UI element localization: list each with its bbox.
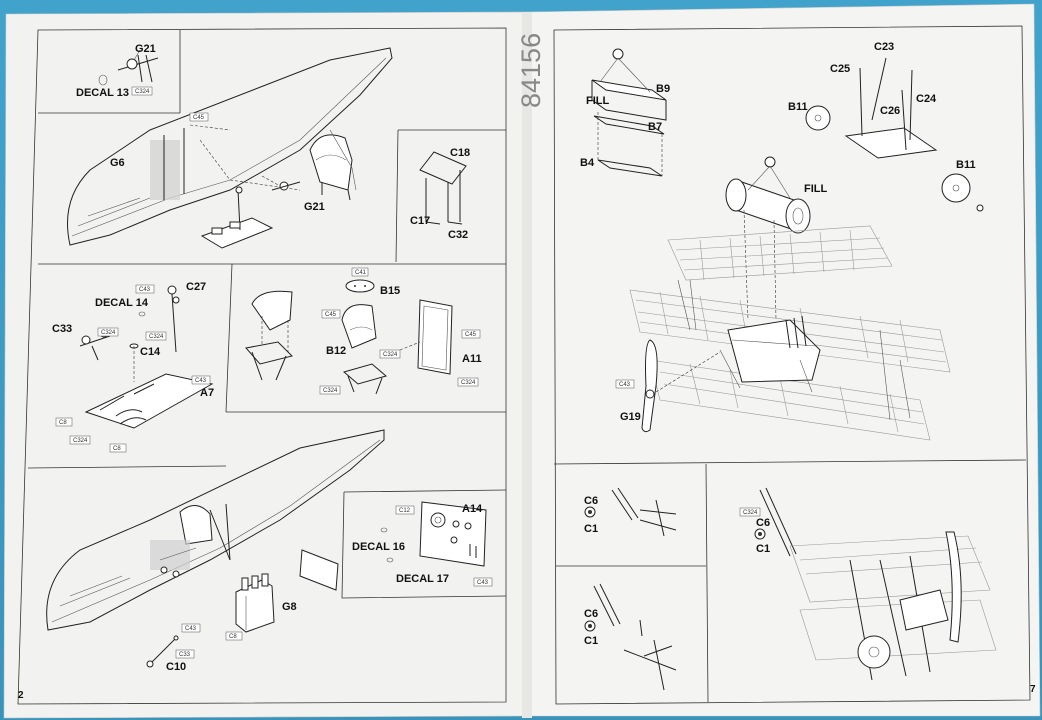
code-c324: C324 (149, 334, 164, 340)
code-c33: C33 (179, 652, 191, 658)
code-c45: C45 (325, 312, 337, 318)
label-b9: B9 (656, 83, 670, 95)
label-decal17: DECAL 17 (396, 573, 449, 585)
label-decal16: DECAL 16 (352, 541, 405, 553)
code-c324: C324 (383, 352, 398, 358)
label-c24: C24 (916, 93, 937, 105)
instrument-panel-a14 (380, 501, 487, 567)
kit-number: 84156 (516, 33, 546, 108)
label-b15: B15 (380, 285, 400, 297)
label-a11: A11 (462, 353, 482, 365)
floor-a7 (84, 373, 214, 429)
left-page-labels: G21 DECAL 13 G6 G21 C18 C17 C32 C27 DECA… (18, 43, 483, 701)
code-c8: C8 (113, 446, 121, 452)
code-c45: C45 (465, 332, 477, 338)
label-c6-a: C6 (584, 495, 598, 507)
label-c25: C25 (830, 63, 850, 75)
label-g8: G8 (282, 601, 297, 613)
code-c43: C43 (139, 287, 151, 293)
seat-drawing-upper (309, 129, 357, 201)
armor-plate-a11 (399, 299, 453, 375)
label-decal13: DECAL 13 (76, 87, 129, 99)
ammo-box-g8 (235, 573, 275, 633)
code-c8: C8 (59, 420, 67, 426)
cockpit-floor-upper (200, 186, 274, 249)
left-page-paint-codes: C324 C45 C43 C324 C324 C43 C8 C324 C8 C4… (55, 86, 493, 659)
label-c6-b: C6 (584, 608, 598, 620)
code-c324: C324 (743, 510, 758, 516)
label-c26: C26 (880, 105, 900, 117)
detail-c6-c1-c (754, 487, 997, 681)
fuselage-drawing-lower (46, 429, 385, 631)
cockpit-internals-lower (159, 547, 197, 578)
label-c33: C33 (52, 323, 72, 335)
label-a14: A14 (462, 503, 483, 515)
wing-section-b11 (805, 57, 984, 212)
label-c27: C27 (186, 281, 206, 293)
page-gutter (522, 12, 532, 718)
c14-part (129, 311, 146, 382)
label-c14: C14 (140, 346, 161, 358)
code-c324: C324 (323, 388, 338, 394)
label-c18: C18 (450, 147, 470, 159)
label-c1-a: C1 (584, 523, 598, 535)
label-c23: C23 (874, 41, 894, 53)
label-g19: G19 (620, 411, 641, 423)
g21-on-fuselage (261, 175, 301, 191)
label-fill-mid: FILL (804, 183, 827, 195)
label-c10: C10 (166, 661, 186, 673)
right-page-labels: B9 FILL B7 B4 C23 C25 B11 C26 C24 B11 FI… (580, 41, 1036, 695)
seat-b12-cushion-b15 (341, 279, 388, 395)
label-fill-top: FILL (586, 95, 609, 107)
label-c17: C17 (410, 215, 430, 227)
part-c10 (146, 635, 179, 668)
label-b11-b: B11 (956, 159, 976, 171)
code-c324: C324 (101, 330, 116, 336)
label-b12: B12 (326, 345, 346, 357)
control-stick-c27 (167, 285, 180, 353)
label-c1-b: C1 (584, 635, 598, 647)
code-c45: C45 (193, 115, 205, 121)
seat-frame-c17-c18 (419, 151, 467, 225)
page-number-right: 7 (1030, 684, 1036, 695)
code-c43: C43 (477, 580, 489, 586)
label-b4: B4 (580, 157, 595, 169)
label-b11-a: B11 (788, 101, 808, 113)
fuselage-drawing-upper (67, 47, 393, 246)
code-c43: C43 (619, 382, 631, 388)
label-c1-c: C1 (756, 543, 770, 555)
code-c324: C324 (73, 438, 88, 444)
code-c43: C43 (185, 626, 197, 632)
code-c8: C8 (229, 634, 237, 640)
label-c6-c: C6 (756, 517, 770, 529)
fuel-tank-b9-exploded (591, 48, 667, 177)
label-c32: C32 (448, 229, 468, 241)
fuel-tank-cylinder (725, 156, 811, 321)
code-c324: C324 (135, 89, 150, 95)
detail-c6-c1-a (584, 487, 677, 537)
label-g21-mid: G21 (304, 201, 325, 213)
g21-part-drawing (98, 49, 159, 86)
label-a7: A7 (200, 387, 214, 399)
detail-c6-c1-b (584, 583, 677, 691)
propeller-g19 (641, 339, 721, 433)
code-c41: C41 (355, 270, 367, 276)
code-c324: C324 (461, 380, 476, 386)
label-decal14: DECAL 14 (95, 297, 149, 309)
seat-b12-left (245, 290, 293, 381)
label-b7: B7 (648, 121, 662, 133)
code-c12: C12 (399, 508, 411, 514)
left-page (3, 11, 529, 719)
panel-plate (299, 549, 339, 591)
code-c43: C43 (195, 378, 207, 384)
biplane-drawing (629, 225, 951, 441)
label-g21-top: G21 (135, 43, 156, 55)
right-page-paint-codes: C43 C324 (615, 379, 761, 517)
page-number-left: 2 (18, 690, 24, 701)
label-g6: G6 (110, 157, 125, 169)
